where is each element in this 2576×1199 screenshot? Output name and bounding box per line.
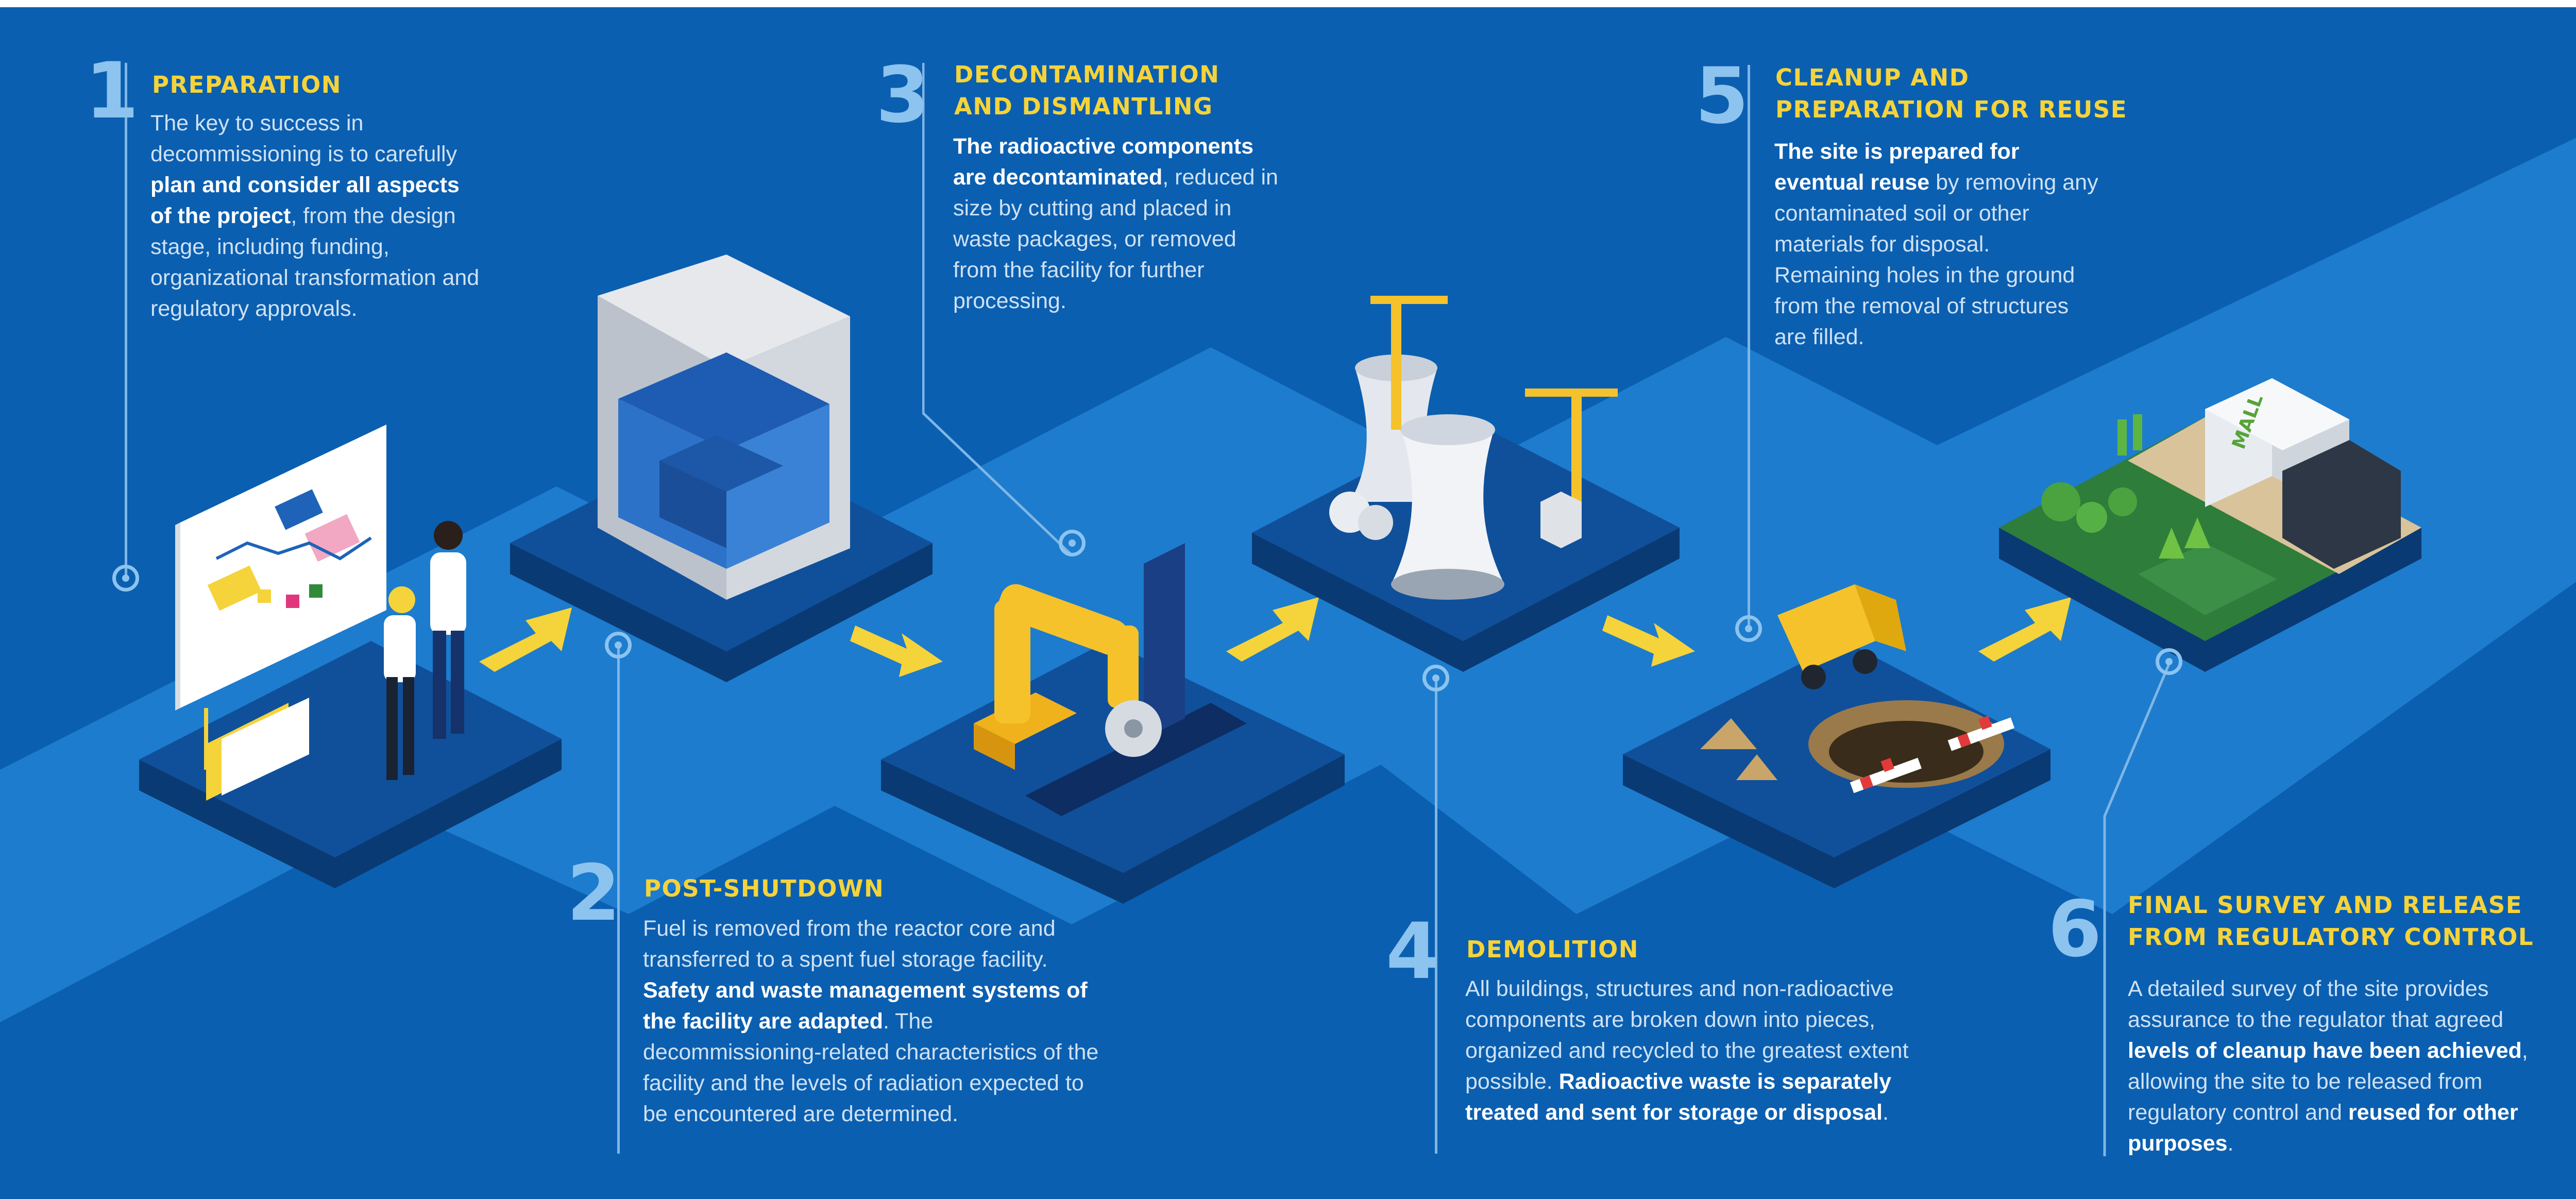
connector-dot-5 [1735, 615, 1762, 642]
body-text: , reduced in size by cutting and placed … [953, 165, 1278, 313]
step-2-title: POST-SHUTDOWN [644, 875, 885, 902]
arrow-2-to-3 [850, 626, 943, 677]
body-text: A detailed survey of the site provides a… [2128, 976, 2504, 1032]
step-1-title: PREPARATION [152, 71, 342, 98]
step-2-description: Fuel is removed from the reactor core an… [643, 913, 1107, 1129]
body-text: . [1883, 1100, 1889, 1125]
dump-truck-filling-hole-icon [1700, 584, 2015, 793]
arrow-5-to-6 [1978, 597, 2071, 662]
connector-line-6 [2103, 662, 2172, 1156]
step-4-number: 4 [1386, 907, 1440, 997]
step-3-title: DECONTAMINATION AND DISMANTLING [954, 61, 1220, 120]
connector-dot-1 [112, 565, 139, 592]
step-6-title: FINAL SURVEY AND RELEASE FROM REGULATORY… [2128, 891, 2534, 951]
arrow-1-to-2 [479, 607, 572, 672]
connector-dot-6 [2156, 648, 2182, 675]
emphasis-text: Radioactive waste is separately treated … [1465, 1069, 1892, 1125]
connector-line-4 [1435, 677, 1437, 1154]
step-5-description: The site is prepared for eventual reuse … [1774, 136, 2099, 352]
step-1-description: The key to success in decommissioning is… [150, 108, 480, 324]
step-6-number: 6 [2048, 885, 2102, 974]
emphasis-text: levels of cleanup have been achieved [2128, 1038, 2522, 1063]
decommissioning-infographic: MALL 1 PREPARATION The key to success in… [0, 7, 2576, 1199]
body-text: . [2227, 1131, 2234, 1156]
connector-dot-3 [1059, 530, 1086, 556]
step-3-description: The radioactive components are decontami… [953, 131, 1283, 316]
emphasis-text: The radioactive components are decontami… [953, 134, 1254, 190]
emphasis-text: reused for other purposes [2128, 1100, 2518, 1156]
emphasis-text: plan and consider all aspects of the pro… [150, 173, 460, 228]
arrow-3-to-4 [1226, 597, 1319, 662]
step-6-description: A detailed survey of the site provides a… [2128, 973, 2550, 1159]
body-text: , allowing the site to be released from … [2128, 1038, 2528, 1125]
connector-line-2 [617, 644, 620, 1154]
body-text: The key to success in decommissioning is… [150, 111, 457, 166]
step-2-number: 2 [567, 849, 621, 938]
connector-line-1 [125, 63, 127, 578]
mall-on-green-site-icon: MALL [2041, 378, 2401, 569]
planning-board-with-people-icon [175, 425, 466, 801]
body-text: , from the design stage, including fundi… [150, 204, 480, 321]
connector-dot-2 [605, 632, 632, 658]
step-3-number: 3 [876, 50, 930, 140]
step-5-number: 5 [1695, 52, 1749, 141]
step-5-title: CLEANUP AND PREPARATION FOR REUSE [1775, 64, 2127, 123]
infographic-artwork: MALL [0, 138, 2576, 1022]
connector-line-3 [922, 63, 1073, 556]
cooling-towers-and-cranes-icon [1329, 296, 1618, 600]
body-text: All buildings, structures and non-radioa… [1465, 976, 1909, 1094]
emphasis-text: The site is prepared for eventual reuse [1774, 139, 2020, 195]
step-4-description: All buildings, structures and non-radioa… [1465, 973, 1919, 1128]
body-text: Fuel is removed from the reactor core an… [643, 916, 1056, 972]
body-text: by removing any contaminated soil or oth… [1774, 170, 2098, 349]
connector-line-5 [1748, 65, 1750, 632]
emphasis-text: Safety and waste management systems of t… [643, 978, 1088, 1034]
step-4-title: DEMOLITION [1466, 936, 1639, 963]
body-text: . The decommissioning-related characteri… [643, 1009, 1099, 1126]
robotic-arm-cutting-icon [974, 543, 1247, 816]
step-1-number: 1 [85, 46, 139, 136]
spent-fuel-pool-icon [598, 255, 850, 600]
arrow-4-to-5 [1602, 615, 1695, 667]
connector-dot-4 [1422, 665, 1449, 691]
